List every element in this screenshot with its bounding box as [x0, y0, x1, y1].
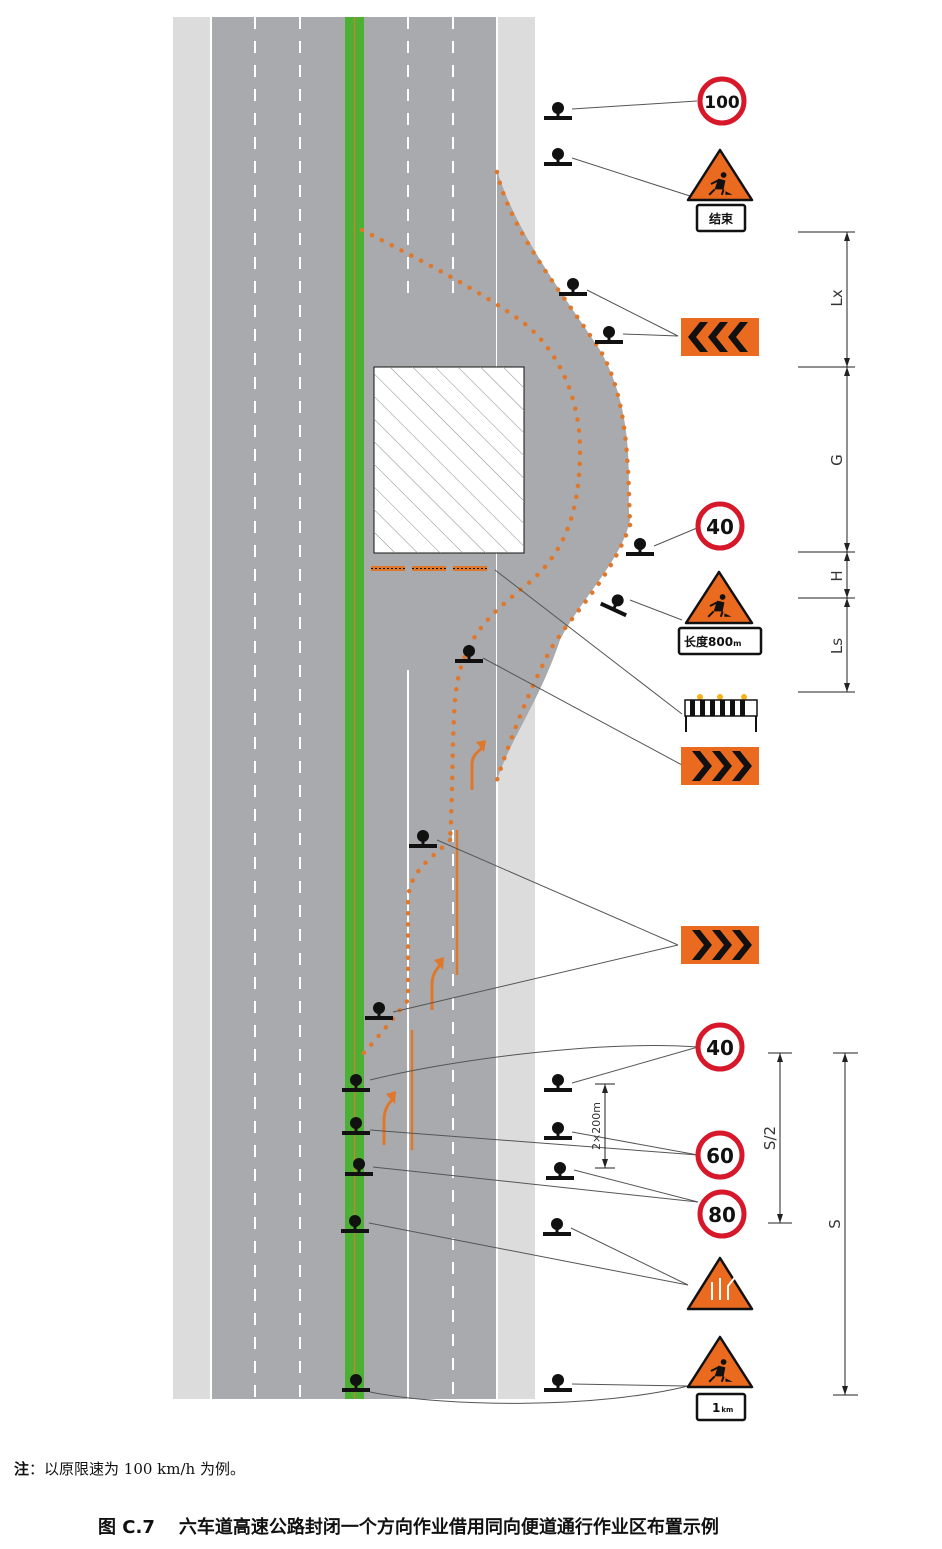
- chevron-sign-left: [681, 318, 759, 356]
- work-ahead-sign-length: 长度800m: [677, 570, 763, 656]
- svg-text:结束: 结束: [709, 211, 734, 226]
- figure-caption: 图 C.7 六车道高速公路封闭一个方向作业借用同向便道通行作业区布置示例: [98, 1513, 719, 1539]
- work-ahead-sign-top: 结束: [686, 148, 754, 233]
- road-barrier: [684, 694, 758, 732]
- svg-text:80: 80: [708, 1203, 736, 1227]
- speed-sign-40-upper: 40: [695, 501, 745, 551]
- speed-sign-60: 60: [695, 1130, 745, 1180]
- chevron-sign-right-upper: [681, 747, 759, 785]
- note-label: 注: [14, 1460, 30, 1478]
- note-text: ：以原限速为 100 km/h 为例。: [29, 1460, 245, 1478]
- solid-lane-lines: [407, 670, 454, 1399]
- dimension-labels: Lx G H Ls S/2 S 2×200m: [590, 289, 846, 1229]
- dimension-arrowheads: [602, 232, 850, 1395]
- dimension-lines: [595, 231, 858, 1396]
- barrier-row: [371, 566, 487, 571]
- caption-title: 六车道高速公路封闭一个方向作业借用同向便道通行作业区布置示例: [178, 1517, 719, 1538]
- direction-arrows: [382, 740, 486, 1150]
- detour-lane: [497, 170, 630, 780]
- caption-number: 图 C.7: [98, 1517, 155, 1538]
- cone-lines: [359, 169, 633, 1058]
- speed-sign-80: 80: [697, 1189, 747, 1239]
- dim-h: H: [828, 570, 846, 581]
- work-area-hatch: [374, 367, 524, 553]
- work-zone-diagram: 100 结束 40 长度800m: [173, 17, 858, 1422]
- speed-sign-40-lower: 40: [695, 1022, 745, 1072]
- svg-text:40: 40: [706, 515, 734, 539]
- svg-text:60: 60: [706, 1144, 734, 1168]
- roadway: [173, 17, 633, 1399]
- dim-s-half: S/2: [761, 1126, 779, 1150]
- svg-text:40: 40: [706, 1036, 734, 1060]
- leader-lines: [368, 100, 699, 1404]
- dim-lx: Lx: [828, 289, 846, 306]
- svg-text:1km: 1km: [712, 1401, 733, 1415]
- dim-ls: Ls: [828, 638, 846, 654]
- dim-s: S: [826, 1219, 844, 1229]
- svg-text:长度800m: 长度800m: [684, 634, 741, 649]
- dim-spacing: 2×200m: [590, 1102, 603, 1150]
- svg-text:100: 100: [704, 93, 740, 113]
- lane-closed-sign: [686, 1256, 754, 1311]
- chevron-sign-right-lower: [681, 926, 759, 964]
- dim-g: G: [828, 454, 846, 466]
- speed-sign-100: 100: [697, 76, 747, 126]
- footnote: 注：以原限速为 100 km/h 为例。: [14, 1458, 245, 1479]
- work-ahead-sign-bottom: 1km: [686, 1335, 754, 1422]
